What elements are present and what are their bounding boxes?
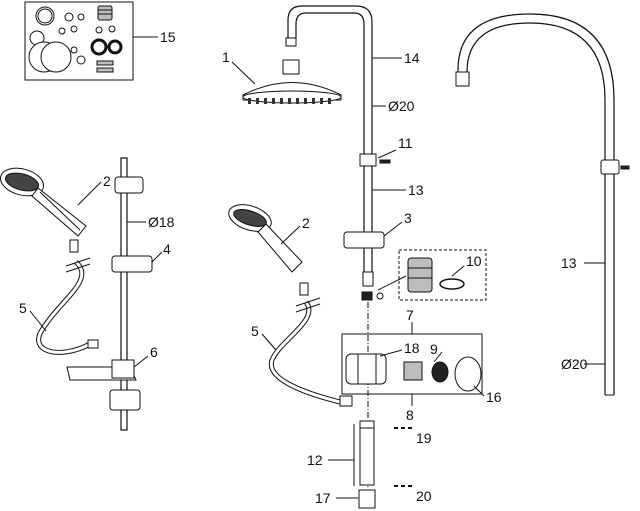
slide-rail-left [66, 157, 153, 431]
riser-pipe-right [455, 13, 630, 396]
label-7: 7 [406, 307, 414, 323]
label-15: 15 [160, 29, 176, 45]
label-20: 20 [416, 488, 432, 504]
label-3: 3 [404, 210, 412, 226]
hose-middle [268, 282, 353, 407]
part-10-box [398, 249, 487, 301]
label-19: 19 [416, 430, 432, 446]
label-2-middle: 2 [302, 215, 310, 231]
label-d20-middle: Ø20 [388, 98, 415, 114]
hand-shower-middle [228, 204, 303, 273]
pipe-connector [361, 271, 384, 301]
label-5-left: 5 [19, 300, 27, 316]
seal-kit-box [24, 1, 134, 81]
label-18: 18 [404, 340, 420, 356]
extension-pipe-12 [358, 420, 376, 509]
screw-11 [379, 159, 391, 164]
riser-pipe-middle [287, 5, 385, 272]
label-12: 12 [307, 452, 323, 468]
label-11: 11 [398, 135, 413, 151]
label-17: 17 [315, 490, 331, 506]
label-13-right: 13 [561, 255, 577, 271]
label-2-left: 2 [103, 173, 111, 189]
rain-shower-head [242, 37, 342, 104]
label-d20-right: Ø20 [561, 356, 588, 372]
label-5-middle: 5 [251, 323, 259, 339]
label-6: 6 [150, 344, 158, 360]
label-13-middle: 13 [408, 182, 424, 198]
label-14: 14 [404, 50, 420, 66]
label-8: 8 [406, 407, 414, 423]
label-16: 16 [486, 389, 502, 405]
label-4: 4 [163, 241, 171, 257]
label-9: 9 [430, 341, 438, 357]
mixer-assembly-box [341, 333, 483, 395]
label-1: 1 [222, 49, 230, 65]
label-d18: Ø18 [148, 214, 175, 230]
hose-left [36, 239, 99, 355]
hand-shower-left [0, 167, 87, 237]
label-10: 10 [466, 253, 482, 269]
